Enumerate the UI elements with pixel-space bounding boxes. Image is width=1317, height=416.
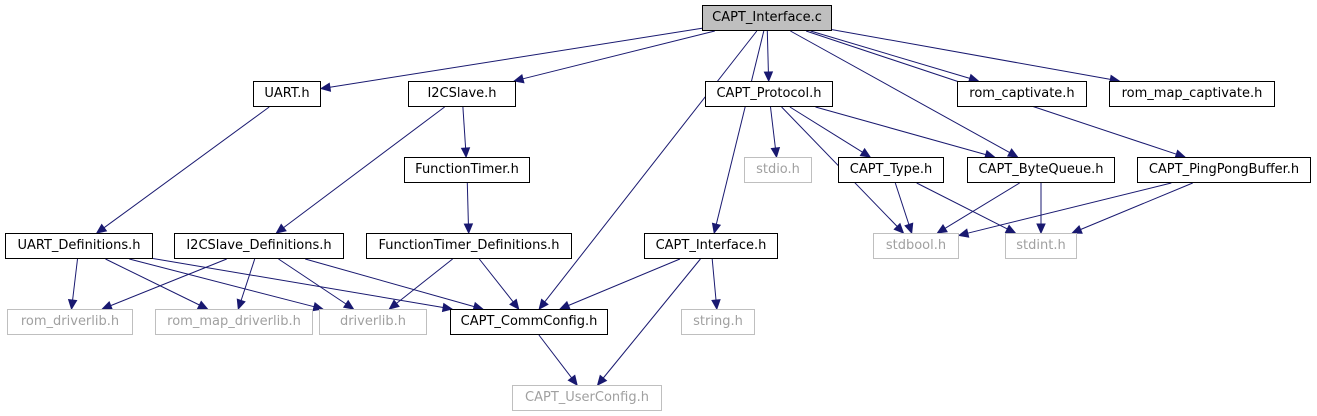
edge-uart_h-to-uart_definitions_h bbox=[103, 106, 270, 229]
edge-i2cslave_definitions_h-to-rom_map_driverlib_h bbox=[240, 258, 256, 301]
node-capt-type-h[interactable]: CAPT_Type.h bbox=[838, 157, 944, 183]
node-rom-captivate-h[interactable]: rom_captivate.h bbox=[957, 81, 1087, 107]
edge-i2cslave_definitions_h-to-driverlib_h bbox=[278, 258, 347, 305]
edge-capt_interface_h-to-capt_userconfig_h bbox=[602, 258, 701, 379]
node-capt-commconfig-h[interactable]: CAPT_CommConfig.h bbox=[450, 309, 608, 335]
edge-uart_definitions_h-to-driverlib_h bbox=[129, 258, 315, 308]
node-rom-map-captivate-h[interactable]: rom_map_captivate.h bbox=[1109, 81, 1275, 107]
arrowhead-capt_type_h-to-stdbool_h bbox=[904, 222, 914, 235]
node-i2cslave-h[interactable]: I2CSlave.h bbox=[408, 81, 516, 107]
arrowhead-functiontimer_definitions_h-to-driverlib_h bbox=[388, 299, 400, 310]
edge-i2cslave_h-to-functiontimer_h bbox=[462, 106, 467, 149]
edge-capt_protocol_h-to-stdio_h bbox=[770, 106, 776, 149]
node-capt-interface-h[interactable]: CAPT_Interface.h bbox=[644, 233, 778, 259]
edge-capt_commconfig_h-to-capt_userconfig_h bbox=[538, 334, 572, 379]
node-stdint-h: stdint.h bbox=[1005, 233, 1077, 259]
arrowhead-i2cslave_definitions_h-to-rom_map_driverlib_h bbox=[236, 298, 246, 311]
arrowhead-uart_definitions_h-to-capt_commconfig_h bbox=[441, 302, 454, 313]
edge-capt_interface_c-to-rom_map_captivate_h bbox=[831, 29, 1111, 80]
edge-i2cslave_definitions_h-to-capt_commconfig_h bbox=[305, 258, 475, 308]
node-capt-interface-c: CAPT_Interface.c bbox=[702, 5, 832, 31]
arrowhead-capt_bytequeue_h-to-stdint_h bbox=[1036, 223, 1046, 235]
edge-i2cslave_h-to-i2cslave_definitions_h bbox=[283, 106, 445, 229]
edge-capt_type_h-to-stdbool_h bbox=[894, 182, 910, 225]
edge-functiontimer_h-to-functiontimer_definitions_h bbox=[466, 182, 469, 225]
edge-capt_pingpongbuffer_h-to-stdbool_h bbox=[967, 182, 1172, 234]
edge-capt_interface_h-to-string_h bbox=[711, 258, 717, 301]
arrowhead-i2cslave_h-to-i2cslave_definitions_h bbox=[275, 223, 287, 234]
arrowhead-capt_interface_c-to-capt_protocol_h bbox=[763, 71, 774, 83]
arrowhead-i2cslave_definitions_h-to-driverlib_h bbox=[342, 299, 355, 310]
arrowhead-uart_h-to-uart_definitions_h bbox=[95, 223, 108, 234]
edge-capt_protocol_h-to-capt_bytequeue_h bbox=[815, 106, 986, 156]
arrowhead-capt_interface_c-to-i2cslave_h bbox=[513, 74, 525, 84]
node-driverlib-h: driverlib.h bbox=[319, 309, 427, 335]
edge-capt_interface_c-to-capt_commconfig_h bbox=[544, 30, 758, 303]
arrowhead-i2cslave_h-to-functiontimer_h bbox=[460, 147, 471, 159]
edge-capt_pingpongbuffer_h-to-stdint_h bbox=[1080, 182, 1193, 230]
arrowhead-capt_interface_c-to-capt_commconfig_h bbox=[538, 298, 549, 310]
edge-i2cslave_definitions_h-to-rom_driverlib_h bbox=[110, 258, 227, 307]
edge-functiontimer_definitions_h-to-driverlib_h bbox=[396, 258, 453, 304]
edge-capt_interface_c-to-capt_protocol_h bbox=[766, 30, 769, 73]
arrowhead-capt_protocol_h-to-stdbool_h bbox=[893, 222, 905, 234]
edge-capt_interface_c-to-rom_captivate_h bbox=[810, 30, 970, 79]
arrowhead-functiontimer_definitions_h-to-capt_commconfig_h bbox=[509, 298, 520, 310]
edge-capt_interface_c-to-uart_h bbox=[329, 27, 703, 88]
arrowhead-capt_interface_c-to-capt_bytequeue_h bbox=[1006, 148, 1019, 158]
arrowhead-capt_pingpongbuffer_h-to-stdbool_h bbox=[957, 228, 970, 238]
arrowhead-capt_interface_h-to-capt_userconfig_h bbox=[596, 374, 608, 386]
node-stdio-h: stdio.h bbox=[744, 157, 812, 183]
edge-uart_definitions_h-to-capt_commconfig_h bbox=[152, 258, 444, 308]
node-functiontimer-definitions-h[interactable]: FunctionTimer_Definitions.h bbox=[366, 233, 572, 259]
edge-uart_definitions_h-to-rom_map_driverlib_h bbox=[105, 258, 200, 306]
node-capt-protocol-h[interactable]: CAPT_Protocol.h bbox=[705, 81, 833, 107]
node-stdbool-h: stdbool.h bbox=[873, 233, 959, 259]
edge-capt_interface_h-to-capt_commconfig_h bbox=[568, 258, 681, 306]
node-rom-map-driverlib-h: rom_map_driverlib.h bbox=[155, 309, 313, 335]
edge-capt_interface_c-to-i2cslave_h bbox=[522, 30, 715, 80]
node-string-h: string.h bbox=[681, 309, 755, 335]
node-rom-driverlib-h: rom_driverlib.h bbox=[7, 309, 133, 335]
arrowhead-uart_definitions_h-to-rom_driverlib_h bbox=[67, 299, 78, 311]
arrowhead-capt_protocol_h-to-stdio_h bbox=[770, 147, 781, 159]
edge-capt_interface_c-to-capt_bytequeue_h bbox=[790, 30, 1010, 154]
arrowhead-capt_commconfig_h-to-capt_userconfig_h bbox=[567, 374, 578, 386]
arrowhead-capt_type_h-to-stdint_h bbox=[1004, 224, 1017, 234]
node-uart-h[interactable]: UART.h bbox=[253, 81, 321, 107]
edge-capt_type_h-to-stdint_h bbox=[916, 182, 1008, 230]
arrowhead-functiontimer_h-to-functiontimer_definitions_h bbox=[463, 223, 474, 235]
node-capt-userconfig-h: CAPT_UserConfig.h bbox=[512, 385, 662, 411]
node-i2cslave-definitions-h[interactable]: I2CSlave_Definitions.h bbox=[174, 233, 344, 259]
arrowhead-capt_bytequeue_h-to-stdbool_h bbox=[936, 223, 948, 234]
edge-capt_protocol_h-to-capt_type_h bbox=[789, 106, 863, 153]
arrowhead-uart_definitions_h-to-driverlib_h bbox=[312, 302, 324, 312]
arrowhead-uart_definitions_h-to-rom_map_driverlib_h bbox=[196, 300, 209, 310]
arrowhead-capt_protocol_h-to-capt_type_h bbox=[859, 147, 872, 158]
node-uart-definitions-h[interactable]: UART_Definitions.h bbox=[5, 233, 153, 259]
arrowhead-capt_pingpongbuffer_h-to-stdint_h bbox=[1071, 224, 1083, 234]
node-capt-bytequeue-h[interactable]: CAPT_ByteQueue.h bbox=[967, 157, 1115, 183]
arrowhead-capt_interface_h-to-string_h bbox=[711, 299, 721, 311]
edge-uart_definitions_h-to-rom_driverlib_h bbox=[72, 258, 78, 301]
edge-functiontimer_definitions_h-to-capt_commconfig_h bbox=[478, 258, 514, 303]
edge-capt_bytequeue_h-to-stdbool_h bbox=[944, 182, 1020, 229]
edge-capt_interface_c-to-capt_interface_h bbox=[715, 30, 765, 225]
arrowhead-capt_interface_c-to-uart_h bbox=[319, 82, 332, 92]
node-functiontimer-h[interactable]: FunctionTimer.h bbox=[404, 157, 530, 183]
arrowhead-capt_interface_c-to-capt_interface_h bbox=[711, 222, 722, 235]
node-capt-pingpongbuffer-h[interactable]: CAPT_PingPongBuffer.h bbox=[1137, 157, 1311, 183]
